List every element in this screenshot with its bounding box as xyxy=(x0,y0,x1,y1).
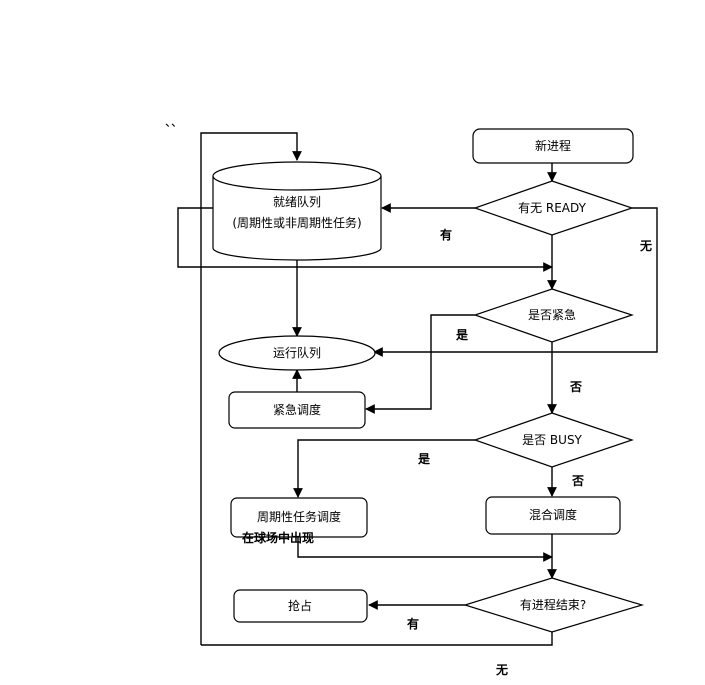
connectors xyxy=(177,132,658,646)
node-periodic-schedule-label: 周期性任务调度 xyxy=(257,509,341,524)
node-mixed-schedule: 混合调度 xyxy=(485,496,621,535)
corner-mark: 、、 xyxy=(165,115,183,129)
label-urgent-no: 否 xyxy=(569,380,582,394)
node-run-queue-label: 运行队列 xyxy=(273,345,321,360)
node-urgent-check-label: 是否紧急 xyxy=(528,307,576,322)
node-preempt-label: 抢占 xyxy=(288,598,312,613)
node-urgent-check: 是否紧急 xyxy=(473,288,634,343)
node-ready-check-label: 有无 READY xyxy=(518,201,587,215)
overlap-note: 在球场中出现 xyxy=(242,530,314,545)
label-ready-yes: 有 xyxy=(440,227,452,242)
label-urgent-yes: 是 xyxy=(455,328,469,342)
node-ready-queue-label-1: 就绪队列 xyxy=(273,194,321,209)
node-new-process: 新进程 xyxy=(472,128,634,164)
node-ready-queue: 就绪队列 (周期性或非周期性任务) xyxy=(212,161,382,261)
node-busy-check: 是否 BUSY xyxy=(473,412,634,468)
node-busy-check-label: 是否 BUSY xyxy=(522,433,582,447)
node-new-process-label: 新进程 xyxy=(535,138,571,153)
node-periodic-schedule: 周期性任务调度 xyxy=(230,497,368,538)
label-end-no: 无 xyxy=(495,663,508,677)
node-process-end-check-label: 有进程结束? xyxy=(520,597,586,612)
node-process-end-check: 有进程结束? xyxy=(462,577,645,633)
edge-outer-loop xyxy=(200,132,302,645)
edge-ready-no xyxy=(373,207,658,357)
edge-urgent-yes xyxy=(365,314,475,414)
node-run-queue: 运行队列 xyxy=(218,335,376,371)
label-ready-no: 无 xyxy=(639,239,652,253)
node-urgent-schedule: 紧急调度 xyxy=(228,391,366,429)
label-end-yes: 有 xyxy=(407,616,419,631)
edge-busy-yes xyxy=(293,439,475,498)
node-ready-check: 有无 READY xyxy=(473,180,634,236)
edge-end-loop xyxy=(201,632,553,646)
node-preempt: 抢占 xyxy=(233,589,368,623)
node-ready-queue-label-2: (周期性或非周期性任务) xyxy=(232,215,361,230)
edge-periodic-to-junction xyxy=(297,537,553,562)
label-busy-no: 否 xyxy=(571,474,584,488)
node-urgent-schedule-label: 紧急调度 xyxy=(273,402,321,417)
edge-ready-queue-loop xyxy=(177,207,553,272)
node-mixed-schedule-label: 混合调度 xyxy=(529,507,577,522)
label-busy-yes: 是 xyxy=(417,452,431,466)
